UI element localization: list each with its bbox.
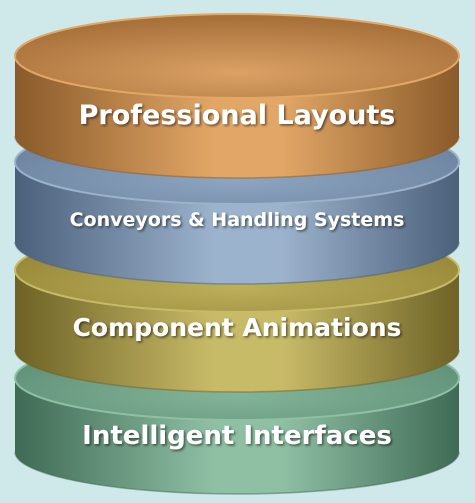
layer-4-body [15, 378, 459, 494]
layer-3-body [15, 270, 459, 392]
layer-3-rim [14, 349, 460, 393]
layer-1-label: Professional Layouts [79, 100, 396, 131]
layer-1-top [14, 13, 460, 99]
layer-1: Professional Layouts [14, 13, 460, 179]
layer-1-rim [14, 135, 460, 179]
layer-2-body [15, 162, 459, 284]
layer-4-label: Intelligent Interfaces [82, 421, 392, 451]
layer-4-rim [14, 451, 460, 495]
layer-3-label: Component Animations [73, 313, 402, 342]
layer-2-rim [14, 241, 460, 285]
layer-1-body [15, 56, 459, 178]
layer-2-label: Conveyors & Handling Systems [70, 209, 405, 231]
